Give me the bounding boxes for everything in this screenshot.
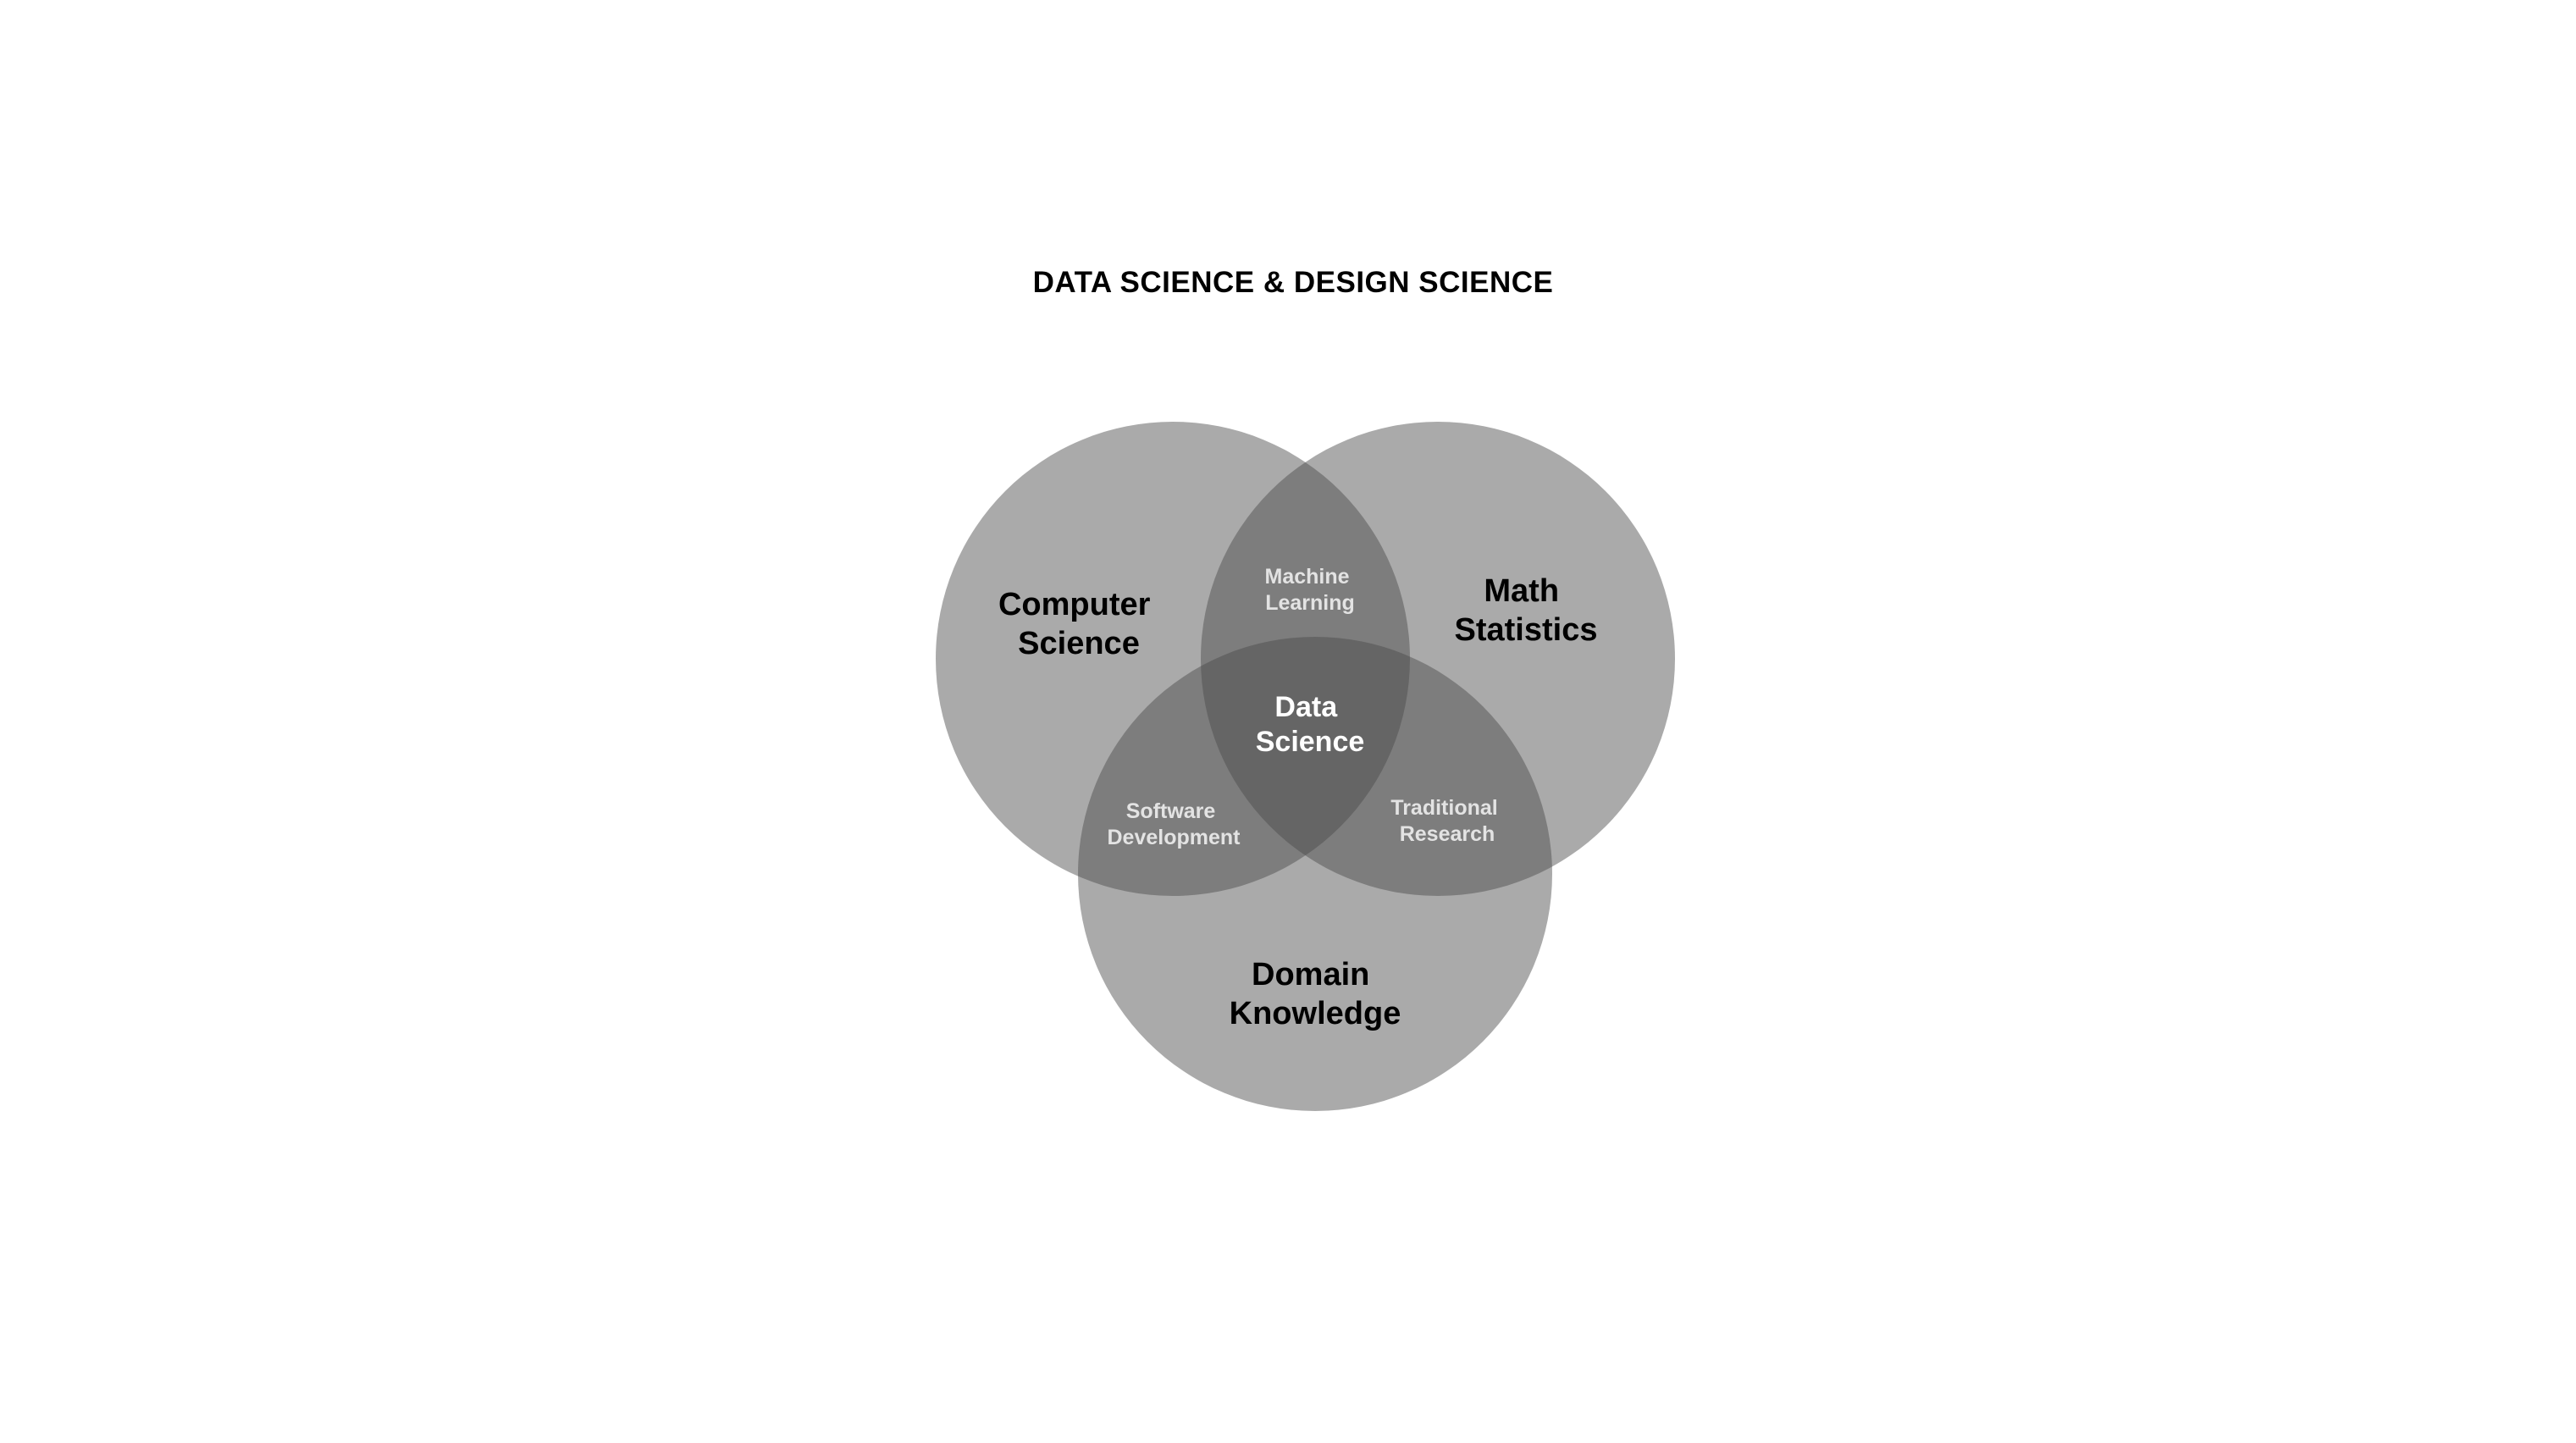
label-computer-science-line2: Science — [1018, 626, 1140, 661]
label-traditional-research-line2: Research — [1400, 822, 1495, 846]
label-traditional-research-line1: Traditional — [1390, 796, 1497, 820]
diagram-title: DATA SCIENCE & DESIGN SCIENCE — [1032, 266, 1554, 299]
label-data-science: Data Science — [1256, 691, 1365, 758]
circle-math-statistics — [1201, 422, 1675, 896]
label-software-development-line1: Software — [1126, 799, 1216, 823]
label-computer-science: Computer Science — [998, 587, 1159, 661]
label-machine-learning-line2: Learning — [1265, 591, 1355, 615]
label-machine-learning-line1: Machine — [1265, 565, 1350, 589]
label-domain-knowledge-line2: Knowledge — [1230, 996, 1401, 1031]
label-computer-science-line1: Computer — [998, 587, 1151, 622]
label-math-statistics-line2: Statistics — [1455, 612, 1598, 648]
label-traditional-research: Traditional Research — [1390, 796, 1503, 846]
label-math-statistics: Math Statistics — [1455, 573, 1598, 648]
label-data-science-line1: Data — [1274, 691, 1338, 723]
label-software-development-line2: Development — [1108, 826, 1241, 849]
label-machine-learning: Machine Learning — [1265, 565, 1356, 615]
circle-computer-science — [936, 422, 1410, 896]
label-software-development: Software Development — [1108, 799, 1241, 849]
label-domain-knowledge-line1: Domain — [1252, 957, 1369, 992]
label-math-statistics-line1: Math — [1484, 573, 1559, 609]
circle-domain-knowledge — [1078, 637, 1552, 1111]
label-data-science-line2: Science — [1256, 726, 1365, 758]
label-domain-knowledge: Domain Knowledge — [1230, 957, 1401, 1031]
